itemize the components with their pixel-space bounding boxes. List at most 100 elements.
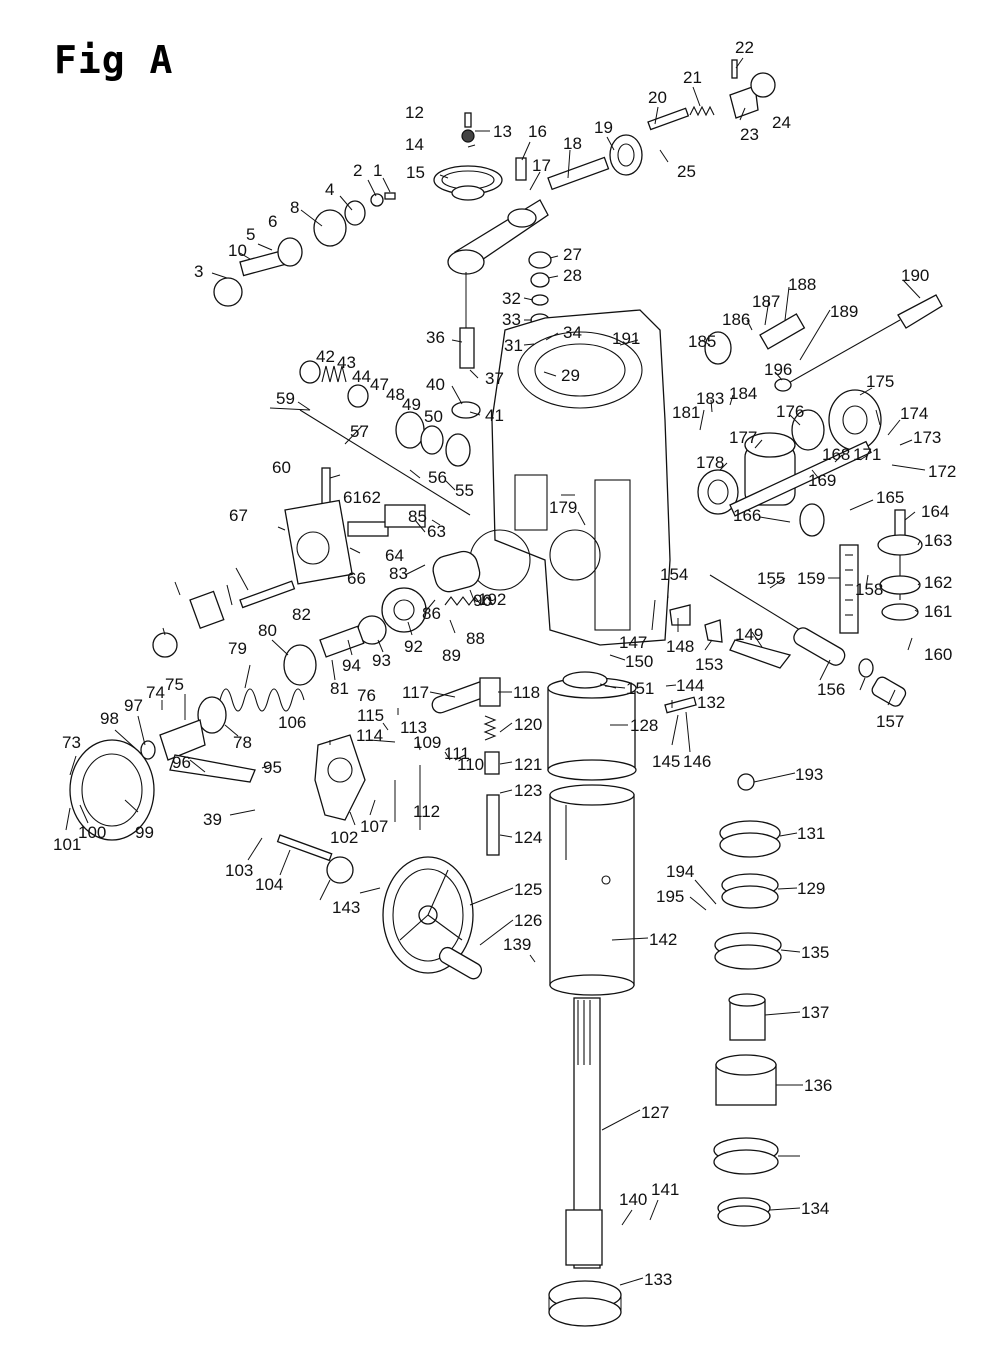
part-number-label: 102: [330, 828, 358, 847]
handle-126: [438, 946, 483, 980]
lever-23-lower: [189, 590, 225, 630]
part-number-label: 195: [656, 887, 684, 906]
part-number-label: 18: [563, 134, 582, 153]
plunger-20: [647, 107, 690, 131]
part-number-label: 185: [688, 332, 716, 351]
part-number-label: 83: [389, 564, 408, 583]
block-118: [479, 677, 501, 707]
collar-186: [704, 331, 732, 365]
part-number-label: 184: [729, 384, 757, 403]
plate-151: [562, 671, 608, 689]
bracket-106: [314, 734, 366, 821]
part-number-label: 132: [697, 693, 725, 712]
part-number-label: 112: [413, 802, 440, 821]
part-number-label: 28: [563, 266, 582, 285]
rod-155: [709, 574, 801, 631]
part-number-label: 2: [353, 161, 362, 180]
part-number-label: 107: [360, 817, 388, 836]
gear-165: [799, 503, 825, 537]
part-number-label: 178: [696, 453, 724, 472]
part-number-label: 60: [272, 458, 291, 477]
part-number-label: 92: [404, 637, 423, 656]
stop-157: [871, 676, 907, 707]
part-number-label: 48: [386, 385, 405, 404]
part-number-label: 187: [752, 292, 780, 311]
shaft-104: [276, 834, 333, 862]
part-number-label: 13: [493, 122, 512, 141]
shaft-64: [347, 521, 389, 537]
part-number-label: 21: [683, 68, 702, 87]
part-number-label: 140: [619, 1190, 647, 1209]
part-number-label: 128: [630, 716, 658, 735]
part-number-label: 156: [817, 680, 845, 699]
part-number-label: 196: [764, 360, 792, 379]
scale-159: [839, 544, 859, 634]
part-number-label: 75: [165, 675, 184, 694]
collar-27: [528, 251, 552, 269]
part-number-label: 16: [528, 122, 547, 141]
part-number-label: 158: [855, 580, 883, 599]
nut-197: [774, 378, 792, 392]
part-number-label: 80: [258, 621, 277, 640]
lever-hub-75: [159, 719, 206, 761]
pin-124: [486, 794, 500, 856]
part-number-label: 33: [502, 310, 521, 329]
part-number-label: 129: [797, 879, 825, 898]
gear-8: [313, 209, 347, 247]
collar-161: [881, 603, 919, 621]
part-number-label: 168: [822, 445, 850, 464]
part-number-label: 149: [735, 625, 763, 644]
part-number-label: 88: [466, 629, 485, 648]
part-number-label: 103: [225, 861, 253, 880]
part-number-label: 111: [444, 744, 470, 763]
part-number-label: 99: [135, 823, 154, 842]
part-number-label: 145: [652, 752, 680, 771]
part-drawings: [69, 59, 943, 1327]
washer-2: [370, 193, 384, 207]
part-number-label: 189: [830, 302, 858, 321]
part-number-label: 96: [172, 753, 191, 772]
worm-90: [432, 550, 481, 593]
part-number-label: 193: [795, 765, 823, 784]
part-number-label: 172: [928, 462, 956, 481]
sleeve-189: [759, 313, 806, 350]
part-number-label: 36: [426, 328, 445, 347]
part-number-label: 165: [876, 488, 904, 507]
clutch-50: [420, 425, 444, 455]
part-number-label: 27: [563, 245, 582, 264]
part-number-label: 175: [866, 372, 894, 391]
part-number-label: 191: [612, 329, 640, 348]
part-number-label: 98: [100, 709, 119, 728]
part-number-label: 151: [626, 679, 654, 698]
part-number-label: 177: [729, 428, 757, 447]
part-number-label: 12: [405, 103, 424, 122]
part-number-label: 20: [648, 88, 667, 107]
part-number-label: 64: [385, 546, 404, 565]
shaft-18: [547, 156, 610, 191]
part-number-label: 19: [594, 118, 613, 137]
part-number-label: 190: [901, 266, 929, 285]
bushing-42: [299, 360, 321, 384]
part-number-label: 62: [362, 488, 381, 507]
part-number-label: 160: [924, 645, 952, 664]
spring-193: [444, 596, 494, 606]
part-number-label: 164: [921, 502, 949, 521]
part-number-label: 3: [194, 262, 203, 281]
part-number-label: 86: [422, 604, 441, 623]
plunger-132: [664, 696, 697, 714]
dial-175: [828, 389, 882, 451]
part-number-label: 181: [672, 403, 700, 422]
part-number-label: 74: [146, 683, 165, 702]
part-number-label: 59: [276, 389, 295, 408]
part-number-label: 113: [400, 718, 427, 737]
part-number-label: 144: [676, 676, 704, 695]
part-number-label: 121: [514, 755, 542, 774]
gear-3: [213, 277, 243, 307]
part-number-label: 93: [372, 651, 391, 670]
snap-ring-194: [737, 773, 755, 791]
part-number-label: 66: [347, 569, 366, 588]
part-number-label: 25: [677, 162, 696, 181]
part-number-label: 163: [924, 531, 952, 550]
shaft-57: [299, 409, 471, 516]
